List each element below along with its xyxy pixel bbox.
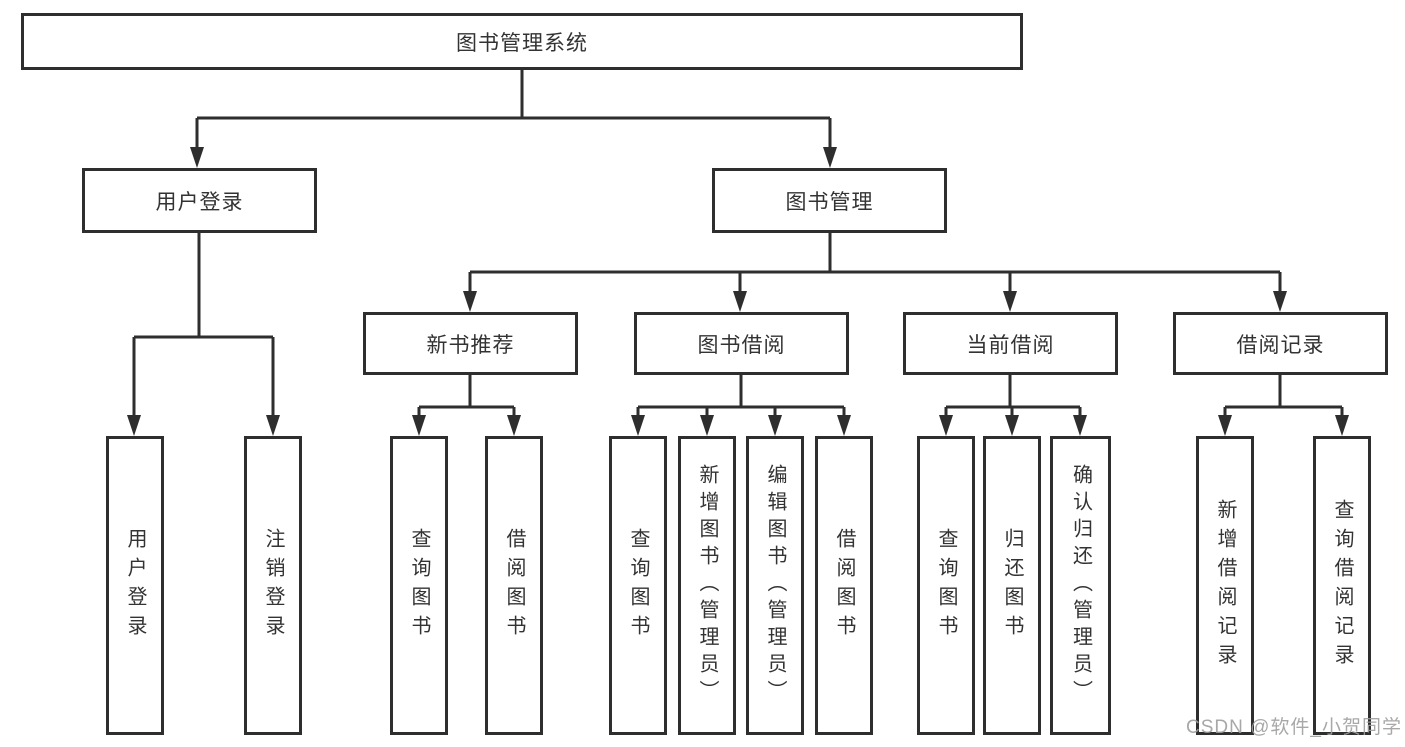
leaf-borrowing-edit-books-admin: 编辑图书（管理员） xyxy=(746,436,804,735)
leaf-newbooks-query-books: 查询图书 xyxy=(390,436,448,735)
node-book-management-label: 图书管理 xyxy=(785,190,874,214)
leaf-borrowing-add-books-admin: 新增图书（管理员） xyxy=(678,436,736,735)
leaf-user-login-label: 用户登录 xyxy=(124,527,146,644)
leaf-records-add-record-label: 新增借阅记录 xyxy=(1214,498,1236,673)
leaf-records-query-record: 查询借阅记录 xyxy=(1313,436,1371,735)
leaf-borrowing-borrow-books-label: 借阅图书 xyxy=(833,527,855,644)
connector-userlogin-to-leaves xyxy=(132,233,275,420)
node-book-borrowing: 图书借阅 xyxy=(634,312,849,375)
leaf-records-add-record: 新增借阅记录 xyxy=(1196,436,1254,735)
connector-root-to-level2 xyxy=(195,70,832,152)
connector-records-to-leaves xyxy=(1223,375,1344,420)
leaf-user-login: 用户登录 xyxy=(106,436,164,735)
connector-currentborrow-to-leaves xyxy=(944,375,1082,420)
leaf-current-query-books-label: 查询图书 xyxy=(935,527,957,644)
leaf-borrowing-borrow-books: 借阅图书 xyxy=(815,436,873,735)
leaf-current-return-books-label: 归还图书 xyxy=(1001,527,1023,644)
node-user-login-label: 用户登录 xyxy=(155,190,244,214)
leaf-logout: 注销登录 xyxy=(244,436,302,735)
leaf-borrowing-query-books-label: 查询图书 xyxy=(627,527,649,644)
leaf-newbooks-borrow-books: 借阅图书 xyxy=(485,436,543,735)
leaf-current-confirm-return-admin-label: 确认归还（管理员） xyxy=(1069,464,1092,707)
node-new-book-recommend: 新书推荐 xyxy=(363,312,578,375)
node-new-book-recommend-label: 新书推荐 xyxy=(426,333,515,357)
leaf-current-confirm-return-admin: 确认归还（管理员） xyxy=(1050,436,1111,735)
node-book-management: 图书管理 xyxy=(712,168,947,233)
connector-bookmgmt-to-level3 xyxy=(468,233,1282,296)
node-book-borrowing-label: 图书借阅 xyxy=(697,333,786,357)
leaf-current-return-books: 归还图书 xyxy=(983,436,1041,735)
leaf-borrowing-query-books: 查询图书 xyxy=(609,436,667,735)
leaf-newbooks-borrow-books-label: 借阅图书 xyxy=(503,527,525,644)
leaf-logout-label: 注销登录 xyxy=(262,527,284,644)
node-borrowing-records: 借阅记录 xyxy=(1173,312,1388,375)
node-current-borrowing: 当前借阅 xyxy=(903,312,1118,375)
connector-newbooks-to-leaves xyxy=(417,375,516,420)
leaf-records-query-record-label: 查询借阅记录 xyxy=(1331,498,1353,673)
connector-bookborrow-to-leaves xyxy=(636,375,846,420)
node-library-system-label: 图书管理系统 xyxy=(456,31,588,55)
node-current-borrowing-label: 当前借阅 xyxy=(966,333,1055,357)
node-library-system: 图书管理系统 xyxy=(21,13,1023,70)
leaf-current-query-books: 查询图书 xyxy=(917,436,975,735)
node-user-login: 用户登录 xyxy=(82,168,317,233)
leaf-borrowing-add-books-admin-label: 新增图书（管理员） xyxy=(696,464,718,707)
csdn-watermark: CSDN @软件_小贺同学 xyxy=(1186,717,1402,738)
leaf-borrowing-edit-books-admin-label: 编辑图书（管理员） xyxy=(764,464,786,707)
leaf-newbooks-query-books-label: 查询图书 xyxy=(408,527,430,644)
node-borrowing-records-label: 借阅记录 xyxy=(1236,333,1325,357)
